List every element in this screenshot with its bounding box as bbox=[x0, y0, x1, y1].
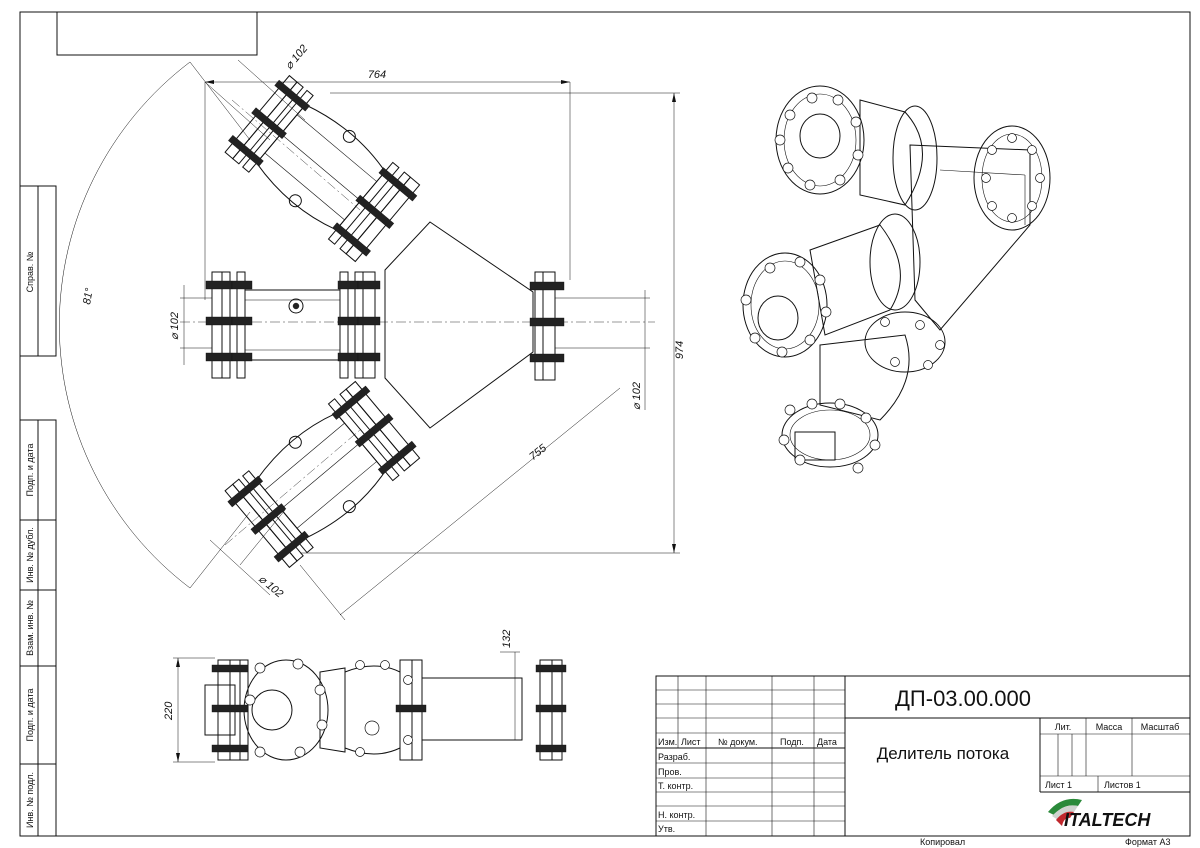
left-strip: Инв. № подл. Подп. и дата Взам. инв. № И… bbox=[19, 185, 57, 837]
tb-title: Делитель потока bbox=[877, 744, 1010, 763]
tb-massa: Масса bbox=[1096, 722, 1123, 732]
dim-764-label: 764 bbox=[368, 69, 386, 81]
dim-diam-right: ⌀ 102 bbox=[631, 382, 643, 410]
tb-row-razrab: Разраб. bbox=[658, 752, 690, 762]
dim-974-label: 974 bbox=[674, 341, 686, 359]
tb-doc-number: ДП-03.00.000 bbox=[895, 686, 1031, 711]
left-branch bbox=[205, 271, 381, 379]
italtech-logo: ITALTECH bbox=[1048, 798, 1151, 830]
tb-format: Формат А3 bbox=[1125, 837, 1170, 847]
strip-label-podp-data-2: Подп. и дата bbox=[25, 443, 35, 496]
angle-arc bbox=[59, 61, 191, 589]
strip-label-podp-data-1: Подп. и дата bbox=[25, 688, 35, 741]
strip-label-vzam-inv: Взам. инв. № bbox=[25, 600, 35, 656]
main-view: 764 974 81° 755 bbox=[59, 43, 686, 621]
lower-branch bbox=[224, 380, 421, 569]
tb-col-izm: Изм. bbox=[658, 737, 677, 747]
strip-label-sprav: Справ. № bbox=[25, 251, 35, 292]
tb-col-podp: Подп. bbox=[780, 737, 804, 747]
upper-branch bbox=[224, 74, 421, 263]
tb-row-utv: Утв. bbox=[658, 824, 675, 834]
strip-label-inv-dubl: Инв. № дубл. bbox=[25, 527, 35, 583]
dim-side-220: 220 bbox=[163, 701, 175, 721]
strip-label-inv-podl: Инв. № подл. bbox=[25, 772, 35, 828]
right-flange bbox=[529, 271, 565, 381]
tb-list: Лист 1 bbox=[1045, 780, 1072, 790]
tb-row-nkontr: Н. контр. bbox=[658, 810, 695, 820]
isometric-view bbox=[740, 85, 1051, 474]
dim-755-line bbox=[339, 387, 621, 616]
tb-col-data: Дата bbox=[817, 737, 837, 747]
dim-diam-top: ⌀ 102 bbox=[283, 43, 310, 72]
dim-diam-left: ⌀ 102 bbox=[169, 312, 181, 340]
tb-row-prov: Пров. bbox=[658, 767, 682, 777]
dim-side-132: 132 bbox=[501, 630, 513, 648]
angle-label: 81° bbox=[81, 286, 96, 305]
tb-col-list: Лист bbox=[681, 737, 701, 747]
dim-diam-bottom: ⌀ 102 bbox=[256, 573, 285, 600]
tb-row-tkontr: Т. контр. bbox=[658, 781, 693, 791]
tb-kopiroval: Копировал bbox=[920, 837, 965, 847]
tb-masshtab: Масштаб bbox=[1141, 722, 1180, 732]
tb-listov: Листов 1 bbox=[1104, 780, 1141, 790]
side-view: 220 132 bbox=[163, 630, 567, 763]
corner-box bbox=[56, 11, 258, 56]
tb-col-doc: № докум. bbox=[718, 737, 758, 747]
dim-755-label: 755 bbox=[527, 442, 550, 463]
logo-text: ITALTECH bbox=[1064, 810, 1151, 830]
tb-lit: Лит. bbox=[1055, 722, 1072, 732]
title-block: Изм. Лист № докум. Подп. Дата Разраб. Пр… bbox=[655, 675, 1191, 847]
